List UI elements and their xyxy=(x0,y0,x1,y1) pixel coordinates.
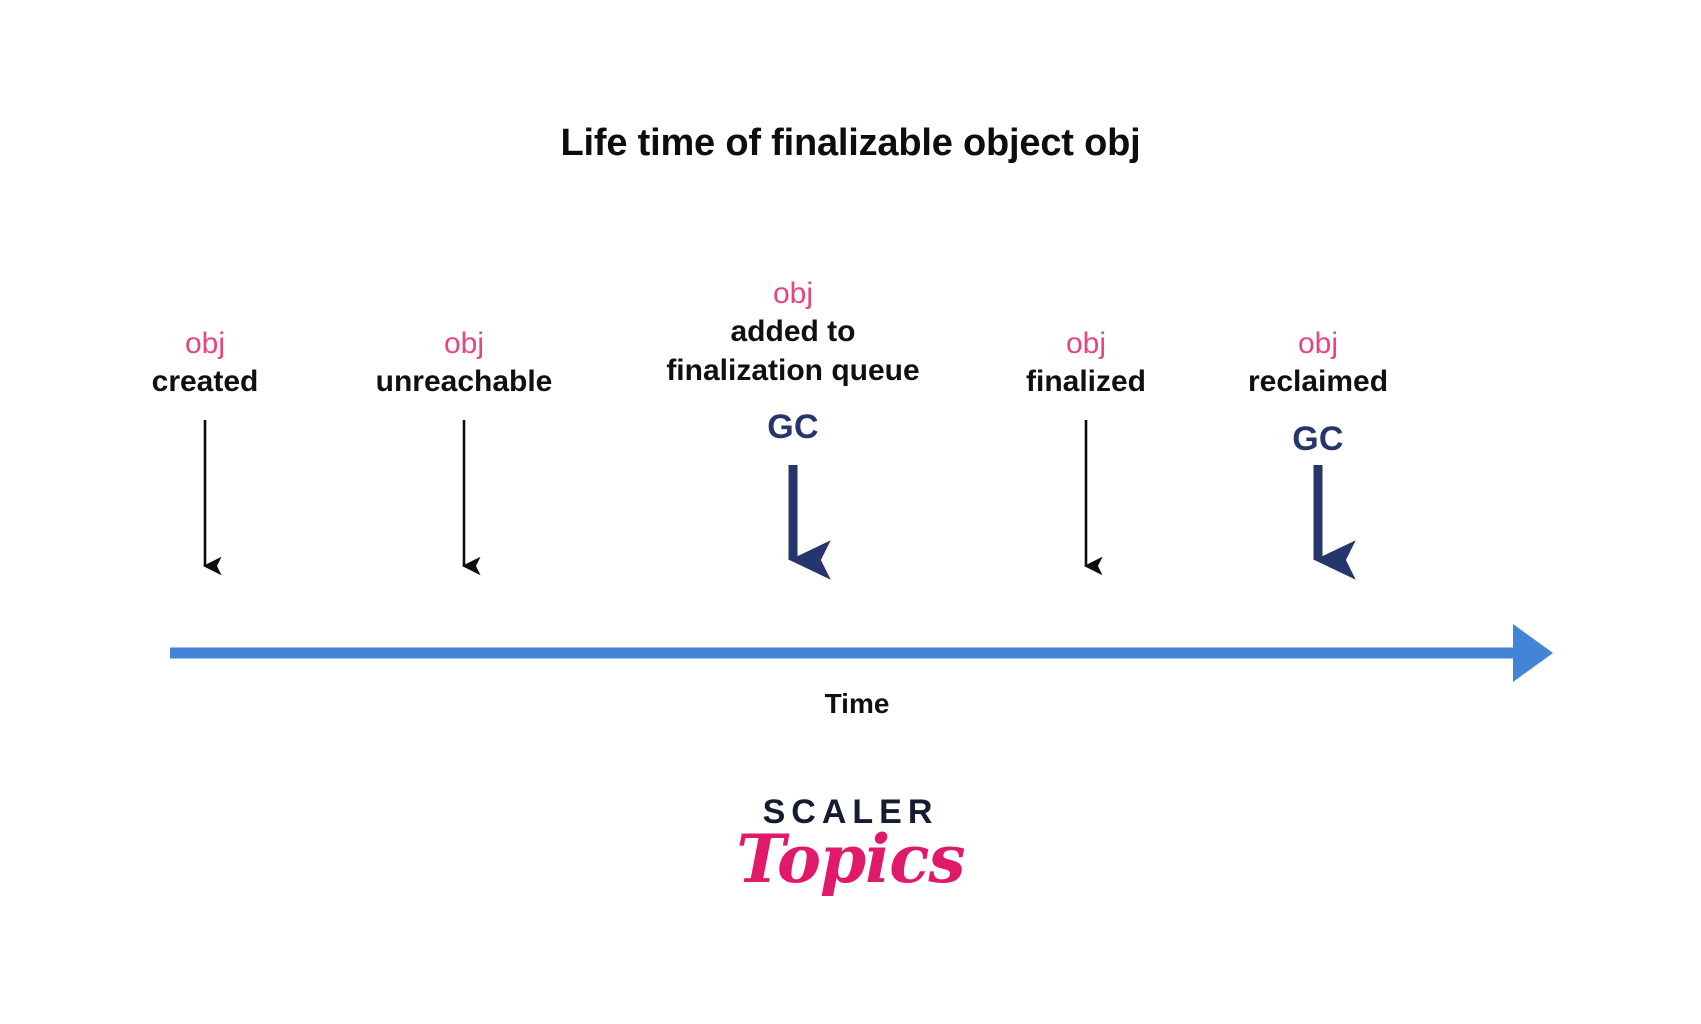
event-description-line: finalization queue xyxy=(666,353,920,387)
page-title: Life time of finalizable object obj xyxy=(560,122,1141,164)
gc-marker-label: GC xyxy=(1292,419,1344,458)
event-obj-label: obj xyxy=(772,277,814,310)
event-label-reclaimed: obj reclaimed GC xyxy=(1248,325,1388,461)
event-obj-label: obj xyxy=(1297,327,1339,360)
event-description-line: unreachable xyxy=(375,365,553,399)
scaler-topics-logo: SCALER Topics xyxy=(641,795,1061,894)
event-label-finalized: obj finalized xyxy=(1026,325,1146,402)
event-description-line: added to xyxy=(730,315,856,349)
event-label-added-to-finalization-queue: obj added to finalization queue GC xyxy=(666,275,919,450)
event-obj-label: obj xyxy=(184,327,226,360)
event-description-line: finalized xyxy=(1025,365,1147,399)
event-description-line: reclaimed xyxy=(1247,365,1389,399)
event-obj-label: obj xyxy=(1065,327,1107,360)
time-axis-label: Time xyxy=(824,688,890,719)
event-label-unreachable: obj unreachable xyxy=(376,325,553,402)
event-description-line: created xyxy=(151,365,259,399)
gc-marker-label: GC xyxy=(767,408,819,447)
timeline-arrowhead-icon xyxy=(1513,624,1553,682)
logo-scaler-text: SCALER xyxy=(762,793,939,831)
event-obj-label: obj xyxy=(443,327,485,360)
logo-topics-text: Topics xyxy=(736,820,965,898)
event-label-created: obj created xyxy=(152,325,259,402)
